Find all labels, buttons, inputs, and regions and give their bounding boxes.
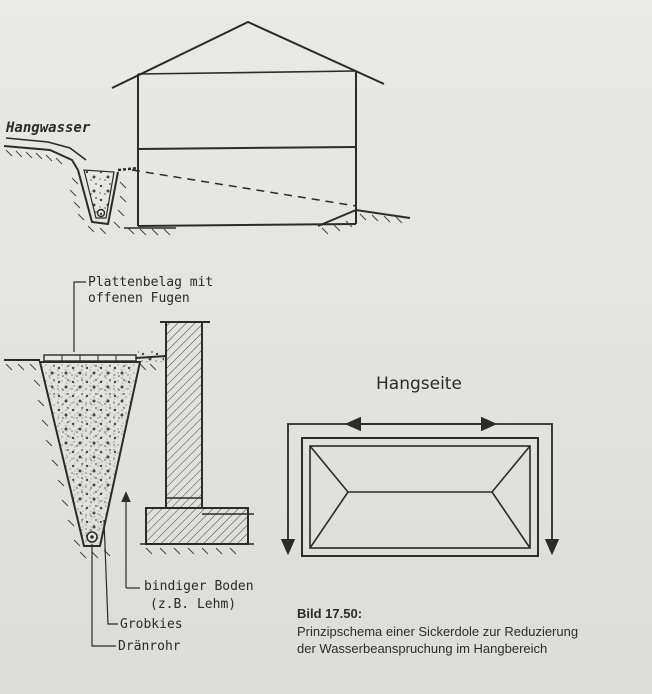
label-hangwasser: Hangwasser	[5, 120, 91, 136]
label-draenrohr: Dränrohr	[118, 639, 181, 654]
caption-line-1: Prinzipschema einer Sickerdole zur Reduz…	[297, 624, 579, 639]
original-ground-line	[131, 169, 357, 207]
plan-view	[280, 416, 560, 557]
plan-outer-rect	[301, 437, 539, 557]
flow-arrow-left	[280, 423, 420, 556]
caption-line-2: der Wasserbeanspruchung im Hangbereich	[297, 641, 548, 656]
top-drain-pipe	[96, 208, 106, 218]
flow-arrow-right	[420, 423, 560, 556]
caption-title: Bild 17.50:	[297, 606, 363, 621]
detail-section	[4, 281, 254, 647]
label-boden-2: (z.B. Lehm)	[150, 597, 236, 612]
plate-covering	[43, 354, 137, 362]
label-boden-1: bindiger Boden	[144, 579, 254, 594]
house-section	[111, 20, 385, 227]
house-floor	[137, 146, 357, 150]
label-plattenbelag-1: Plattenbelag mit	[88, 275, 213, 290]
house-roof	[111, 20, 385, 89]
slope-ground	[3, 137, 411, 236]
top-trench-gravel	[83, 169, 115, 219]
label-grobkies: Grobkies	[120, 617, 183, 632]
label-plattenbelag-2: offenen Fugen	[88, 291, 190, 306]
label-hangseite: Hangseite	[376, 374, 462, 394]
figure-caption: Bild 17.50: Prinzipschema einer Sickerdo…	[297, 606, 637, 657]
floor-slab	[145, 507, 249, 545]
basement-wall	[165, 321, 203, 509]
plan-inner-rect	[309, 445, 531, 549]
